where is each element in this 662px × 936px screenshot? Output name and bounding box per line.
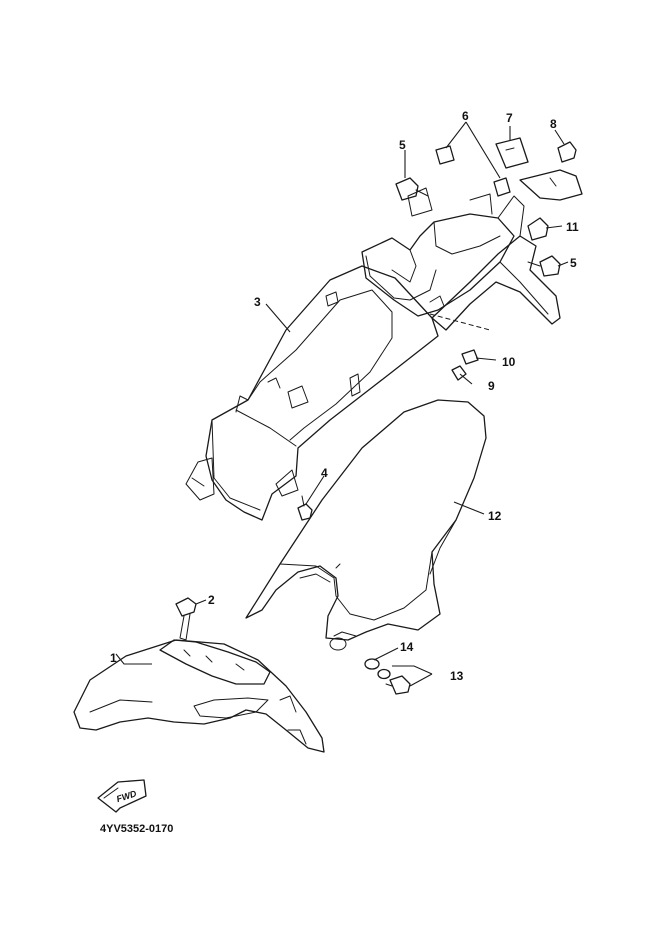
callout-5-top: 5: [399, 138, 406, 152]
washer-14-part: [364, 658, 391, 680]
clip-10-part: [461, 349, 479, 365]
callout-14: 14: [400, 640, 414, 654]
callout-7: 7: [506, 111, 513, 125]
callout-13: 13: [450, 669, 464, 683]
bolt-13-part: [385, 675, 411, 695]
nut-9-part: [451, 365, 467, 381]
damper-11-part: [527, 217, 549, 241]
callout-6: 6: [462, 109, 469, 123]
callout-4: 4: [321, 466, 328, 480]
callout-11: 11: [566, 220, 579, 234]
fasteners: [175, 137, 583, 695]
callout-12: 12: [488, 509, 502, 523]
callout-2: 2: [208, 593, 215, 607]
callout-10: 10: [502, 355, 516, 369]
rear-inner-fender-part: [185, 187, 561, 521]
front-fender-part: [73, 639, 325, 753]
fwd-arrow-icon: FWD: [97, 779, 147, 813]
leader-lines: [115, 121, 569, 687]
nut-6-part: [435, 145, 511, 197]
diagram-part-code: 4YV5352-0170: [100, 823, 173, 835]
rear-fender-part: [245, 399, 487, 651]
callout-1: 1: [110, 651, 117, 665]
callout-3: 3: [254, 295, 261, 309]
callout-labels: 1 2 3 4 5 5 6 7 8 9 10 11 12 13 14: [110, 109, 579, 683]
bolt-5-right-part: [527, 255, 561, 277]
bolt-5-top-part: [395, 177, 429, 201]
bolt-8-part: [519, 141, 583, 201]
callout-8: 8: [550, 117, 557, 131]
bracket-7-part: [495, 137, 529, 169]
bolt-2-part: [175, 597, 197, 641]
bolt-4-part: [297, 495, 313, 521]
callout-9: 9: [488, 379, 495, 393]
callout-5-right: 5: [570, 256, 577, 270]
